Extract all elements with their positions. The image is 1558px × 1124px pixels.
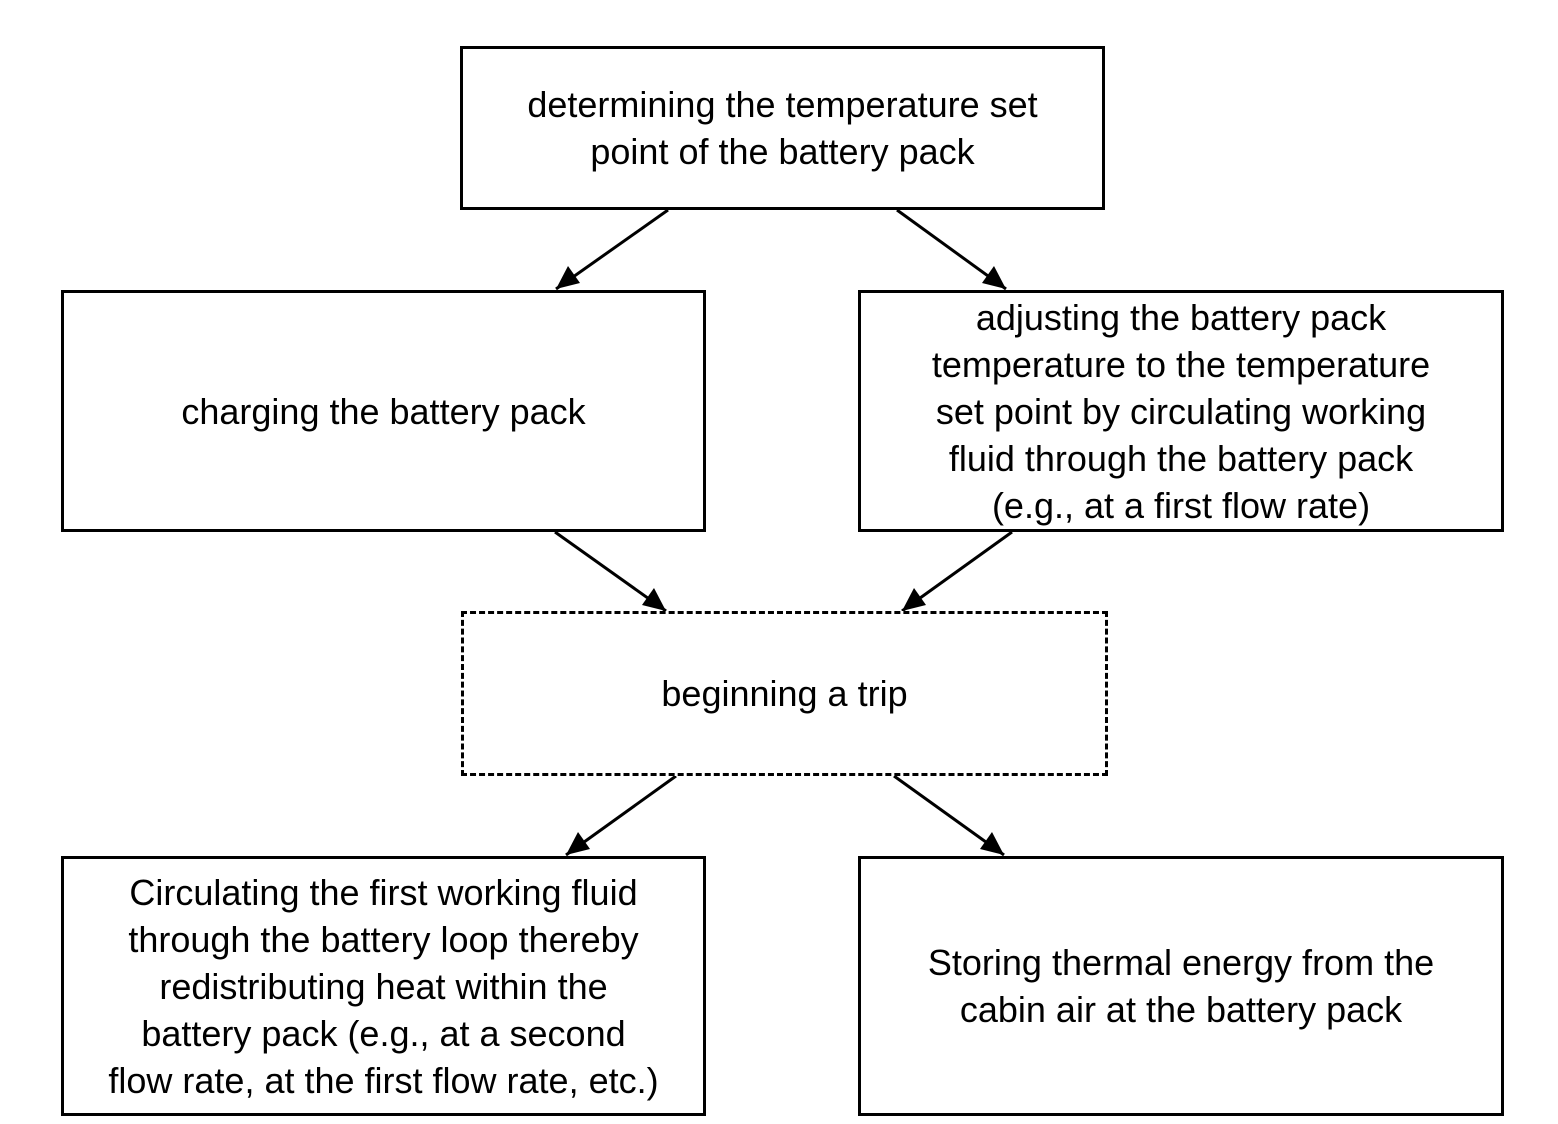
node-charge-battery: charging the battery pack bbox=[61, 290, 706, 532]
node-begin-trip: beginning a trip bbox=[461, 611, 1108, 776]
node-adjust-temperature-text: adjusting the battery pack temperature t… bbox=[932, 294, 1430, 529]
node-circulate-fluid: Circulating the first working fluid thro… bbox=[61, 856, 706, 1116]
node-determine-set-point: determining the temperature set point of… bbox=[460, 46, 1105, 210]
arrowhead-adjust-to-trip bbox=[902, 588, 926, 611]
node-begin-trip-text: beginning a trip bbox=[661, 670, 907, 717]
node-store-thermal-energy-text: Storing thermal energy from the cabin ai… bbox=[928, 939, 1434, 1033]
arrowhead-determine-to-charge bbox=[556, 266, 580, 289]
arrowhead-determine-to-adjust bbox=[982, 266, 1006, 289]
arrowhead-trip-to-circulate bbox=[566, 832, 590, 855]
arrowhead-charge-to-trip bbox=[642, 588, 666, 611]
arrowhead-trip-to-store bbox=[980, 832, 1004, 855]
node-charge-battery-text: charging the battery pack bbox=[181, 388, 585, 435]
node-determine-set-point-text: determining the temperature set point of… bbox=[527, 81, 1037, 175]
node-adjust-temperature: adjusting the battery pack temperature t… bbox=[858, 290, 1504, 532]
node-store-thermal-energy: Storing thermal energy from the cabin ai… bbox=[858, 856, 1504, 1116]
node-circulate-fluid-text: Circulating the first working fluid thro… bbox=[108, 869, 658, 1104]
